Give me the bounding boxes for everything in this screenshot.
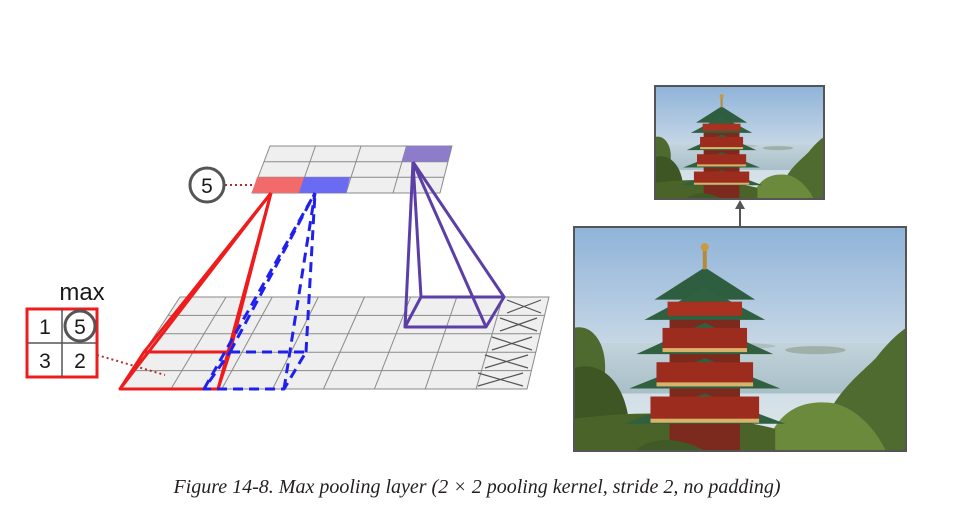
output-cell-blue — [299, 177, 350, 193]
output-image — [654, 85, 825, 200]
kernel-cell-4: 2 — [74, 350, 86, 373]
kernel-cell-3: 3 — [39, 350, 51, 373]
output-cell-red — [252, 177, 304, 193]
output-cell-purple — [401, 146, 452, 162]
output-feature-map — [251, 145, 453, 194]
kernel-cell-1: 1 — [39, 316, 51, 339]
output-max-value: 5 — [201, 175, 213, 198]
input-feature-map — [119, 296, 550, 390]
red-pooling-window — [118, 192, 273, 391]
input-image — [573, 226, 907, 452]
purple-pooling-window — [403, 161, 506, 329]
unused-column-crosses — [477, 299, 542, 387]
max-label: max — [59, 279, 104, 306]
max-kernel-box: max 1 5 3 2 — [25, 279, 166, 379]
kernel-cell-2: 5 — [74, 316, 86, 339]
downsample-arrow — [735, 200, 745, 227]
output-max-callout: 5 — [188, 166, 254, 204]
figure-caption: Figure 14-8. Max pooling layer (2 × 2 po… — [173, 476, 781, 498]
blue-pooling-window — [202, 192, 317, 391]
